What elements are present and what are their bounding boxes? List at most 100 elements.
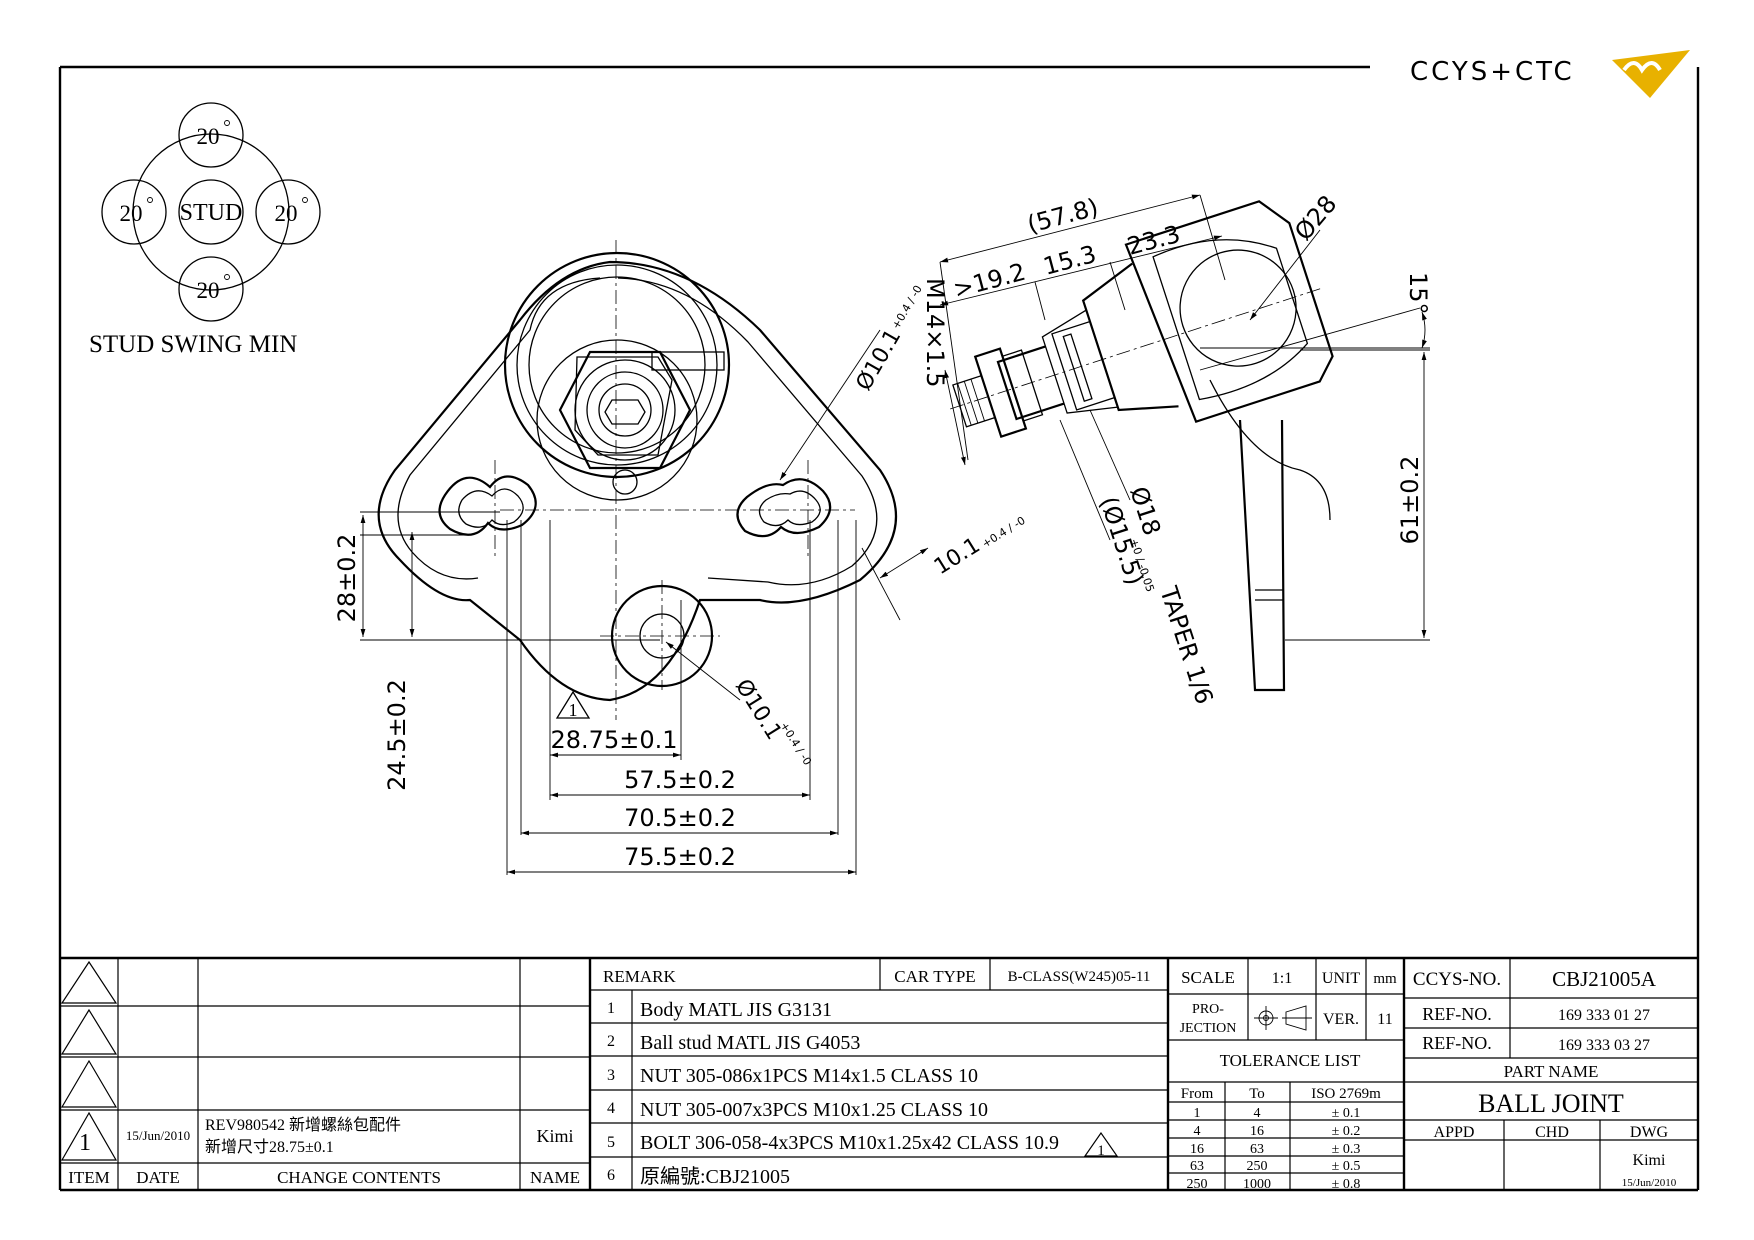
revision-block: 1 15/Jun/2010 REV980542 新增螺絲包配件 新增尺寸28.7… [68,1116,580,1187]
dim-61: 61±0.2 [1396,456,1424,545]
svg-text:3: 3 [607,1067,615,1084]
rev-name-value: Kimi [536,1126,573,1146]
swing-angle-right: 20 [275,201,298,226]
stud-nut [558,350,692,470]
logo-mark-icon [1612,50,1690,98]
dim-15-3: 15.3 [1040,240,1099,281]
tol-header-iso: ISO 2769m [1311,1086,1381,1102]
ver-value: 11 [1377,1011,1392,1028]
remark-title: REMARK [603,967,676,986]
dim-thread-m14: M14×1.5 [921,278,949,388]
svg-text:5: 5 [607,1134,615,1151]
ref-no-value-2: 169 333 03 27 [1558,1037,1650,1054]
housing-outer [503,251,731,479]
rev-date-value: 15/Jun/2010 [126,1128,190,1143]
tol-row-from: 4 [1194,1124,1201,1139]
ver-label: VER. [1323,1011,1359,1028]
projection-label-2: JECTION [1180,1021,1237,1036]
swing-center-label: STUD [180,200,243,226]
tol-row-to: 16 [1250,1124,1264,1139]
tol-header-to: To [1249,1086,1265,1102]
header-item: ITEM [68,1168,110,1187]
ref-no-value-1: 169 333 01 27 [1558,1007,1650,1024]
rev-triangle-4 [60,1111,118,1161]
svg-text:2: 2 [607,1033,615,1050]
dim-75-5: 75.5±0.2 [624,843,736,871]
tol-row-from: 63 [1190,1159,1204,1174]
rev-triangle-3 [60,1059,118,1108]
dim-57-8: (57.8) [1024,193,1101,239]
remarks-block: REMARK CAR TYPE B-CLASS(W245)05-11 1 Bod… [603,967,1150,1188]
dwg-name: Kimi [1633,1152,1666,1169]
dim-70-5: 70.5±0.2 [624,804,736,832]
scale-label: SCALE [1181,968,1235,987]
dwg-date: 15/Jun/2010 [1622,1177,1677,1189]
scale-value: 1:1 [1272,970,1292,987]
mount-hole-left [438,475,537,536]
sheet-border [58,65,1700,1192]
front-view [377,240,898,720]
tol-row-value: ± 0.5 [1332,1159,1361,1174]
rev-item-value: 1 [79,1130,91,1156]
company-logo: CCYS+CTC [1410,50,1690,98]
projection-label-1: PRO- [1192,1002,1224,1017]
tol-row-to: 250 [1247,1159,1268,1174]
dim-dia-28: Ø28 [1289,190,1342,246]
car-type-value: B-CLASS(W245)05-11 [1008,969,1151,985]
dim-10-1-lug: 10.1 [930,533,985,580]
hex-socket [604,399,646,425]
spec-block: SCALE 1:1 UNIT mm PRO- JECTION VER. 11 T… [1180,968,1397,1192]
remark-item-6: 原編號:CBJ21005 [640,1165,790,1188]
dim-taper: TAPER 1/6 [1154,582,1219,707]
svg-text:+0.4 / -0: +0.4 / -0 [889,283,924,331]
unit-label: UNIT [1322,970,1360,987]
header-name: NAME [530,1168,580,1187]
remark-item-4: NUT 305-007x3PCS M10x1.25 CLASS 10 [640,1099,988,1121]
swing-angle-left: 20 [120,201,143,226]
tol-row-from: 250 [1187,1177,1208,1192]
tol-row-to: 4 [1254,1106,1261,1121]
ref-no-label-2: REF-NO. [1422,1033,1492,1053]
tol-row-value: ± 0.3 [1332,1142,1361,1157]
tol-row-value: ± 0.8 [1332,1177,1361,1192]
swing-angle-bottom: 20 [197,278,220,303]
rev-triangle-1 [60,960,118,1004]
dim-19-2: >19.2 [950,258,1028,304]
tol-row-to: 63 [1250,1142,1264,1157]
remark-item-3: NUT 305-086x1PCS M14x1.5 CLASS 10 [640,1065,978,1087]
projection-symbol-icon [1254,1005,1312,1031]
mount-arm [1238,419,1286,692]
tol-row-value: ± 0.2 [1332,1124,1361,1139]
side-view [950,200,1334,692]
flange-outline [377,260,898,702]
rev-triangle-item5 [1083,1131,1119,1157]
tolerance-title: TOLERANCE LIST [1220,1051,1361,1070]
rev-content-line1: REV980542 新增螺絲包配件 [205,1116,401,1134]
dim-57-5: 57.5±0.2 [624,766,736,794]
svg-text:1: 1 [607,1000,615,1017]
remark-item-5: BOLT 306-058-4x3PCS M10x1.25x42 CLASS 10… [640,1132,1059,1154]
car-type-label: CAR TYPE [894,967,975,986]
ccys-no-label: CCYS-NO. [1413,969,1501,990]
swing-angle-top: 20 [197,124,220,149]
svg-text:4: 4 [607,1100,615,1117]
tol-row-to: 1000 [1243,1177,1271,1192]
unit-value: mm [1373,971,1397,987]
header-date: DATE [136,1168,179,1187]
svg-text:1: 1 [569,700,578,720]
tol-header-from: From [1181,1086,1214,1102]
svg-text:+0.4 / -0: +0.4 / -0 [980,514,1028,551]
housing-cap [1124,200,1334,423]
side-view-dimensions: (57.8) >19.2 15.3 23.3 Ø28 M14×1.5 15° 6… [921,190,1432,708]
tol-row-value: ± 0.1 [1332,1106,1361,1121]
rev-triangle-2 [60,1008,118,1055]
title-block-grid [60,956,1698,1190]
ccys-no-value: CBJ21005A [1552,967,1657,991]
dwg-label: DWG [1630,1124,1669,1141]
header-change-contents: CHANGE CONTENTS [277,1168,441,1187]
chd-label: CHD [1535,1124,1569,1141]
tol-row-from: 1 [1194,1106,1201,1121]
swing-center-circle [178,179,244,245]
remark-item-1: Body MATL JIS G3131 [640,999,832,1021]
